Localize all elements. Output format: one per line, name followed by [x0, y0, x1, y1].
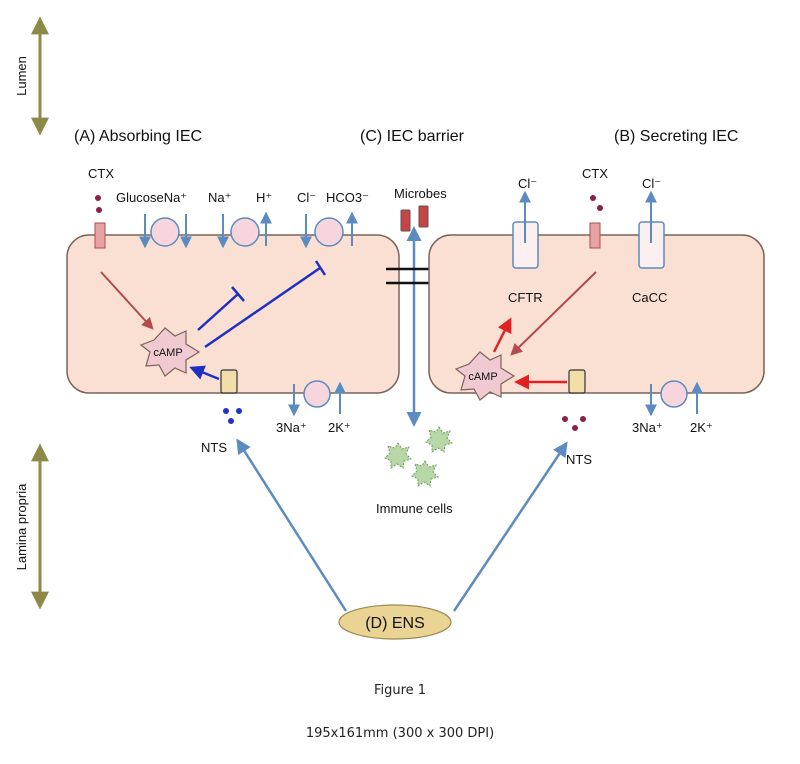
ctx-toxin-dots-b [590, 195, 603, 211]
ctx-label-b: CTX [582, 166, 608, 181]
ctx-label-a: CTX [88, 166, 114, 181]
k2-label-a: 2K⁺ [328, 420, 351, 435]
cl-hco3-exchanger [300, 211, 358, 249]
immune-cells-label: Immune cells [376, 501, 453, 516]
ens-label: (D) ENS [365, 615, 425, 632]
cl-label-a: Cl⁻ [297, 190, 316, 205]
ens-to-secreting-arrow [452, 441, 568, 612]
na-k-pump-b [645, 380, 703, 417]
lumen-label: Lumen [14, 56, 29, 96]
ctx-receptor-a [94, 222, 106, 249]
glucose-na-label: GlucoseNa⁺ [116, 190, 187, 205]
iec-barrier-title: (C) IEC barrier [360, 128, 465, 145]
nts-receptor-a [220, 369, 238, 394]
immune-cells-icon [384, 426, 453, 487]
na3-label-b: 3Na⁺ [632, 420, 663, 435]
nts-receptor-b [568, 369, 586, 394]
cftr-label: CFTR [508, 290, 543, 305]
lamina-propria-label: Lamina propria [14, 483, 29, 570]
k2-label-b: 2K⁺ [690, 420, 713, 435]
cacc-label: CaCC [632, 290, 667, 305]
figure-caption: Figure 1 [373, 683, 427, 698]
na-k-pump-a [288, 380, 346, 417]
h-label: H⁺ [256, 190, 272, 205]
camp-inhibits-cl-hco3 [204, 260, 327, 349]
ctx-activation-arrow-b [510, 271, 597, 356]
nts-activation-arrow-a [189, 365, 220, 381]
camp-label-b: cAMP [468, 371, 497, 383]
na3-label-a: 3Na⁺ [276, 420, 307, 435]
camp-inhibits-nhe [197, 286, 245, 331]
cl-label-b-left: Cl⁻ [518, 176, 537, 191]
cftr-channel [512, 190, 539, 269]
camp-activates-cftr [492, 317, 512, 353]
ctx-toxin-dots-a [95, 195, 102, 213]
camp-star-a [139, 327, 201, 377]
nts-dots-a [223, 408, 242, 424]
microbes-label: Microbes [394, 186, 447, 201]
na-label: Na⁺ [208, 190, 231, 205]
ctx-activation-arrow-a [100, 271, 154, 330]
sglt-transporter [139, 214, 192, 249]
nts-label-b: NTS [566, 452, 592, 467]
nts-label-a: NTS [201, 440, 227, 455]
ens-node [338, 604, 452, 640]
ctx-receptor-b [589, 222, 601, 249]
figure-size-caption: 195x161mm (300 x 300 DPI) [305, 726, 495, 741]
secreting-iec-title: (B) Secreting IEC [614, 128, 738, 145]
hco3-label: HCO3⁻ [326, 190, 369, 205]
absorbing-iec-title: (A) Absorbing IEC [74, 128, 202, 145]
absorbing-cell [66, 234, 400, 394]
nhe-exchanger [217, 211, 272, 249]
microbes-icon [400, 205, 429, 232]
camp-star-b [454, 351, 516, 401]
nts-dots-b [562, 416, 586, 431]
ens-to-absorbing-arrow [236, 438, 348, 612]
cacc-channel [638, 190, 665, 269]
cl-label-b-right: Cl⁻ [642, 176, 661, 191]
camp-label-a: cAMP [153, 347, 182, 359]
